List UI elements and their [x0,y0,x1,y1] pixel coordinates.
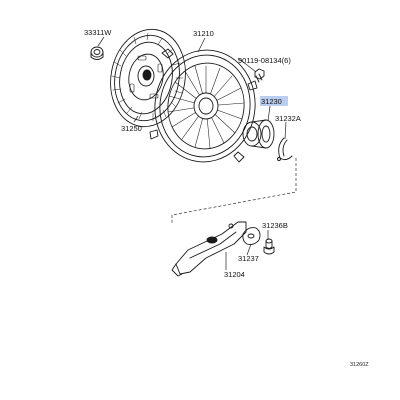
release-fork-drawing[interactable] [171,221,247,277]
cover-bolt-drawing[interactable] [254,68,265,83]
label-cover-bolt[interactable]: 90119-08134(6) [238,56,291,65]
label-drive-plate[interactable]: 31250 [121,124,142,133]
fork-boot-drawing[interactable] [242,227,261,245]
fork-pivot-drawing[interactable] [263,238,275,255]
label-disc-component[interactable]: 33311W [84,28,112,37]
label-fork-boot[interactable]: 31237 [238,254,259,263]
label-release-fork[interactable]: 31204 [224,270,245,279]
label-cover-assembly[interactable]: 31210 [193,29,214,38]
disc-component-drawing[interactable] [90,46,104,60]
clutch-cover-drawing[interactable] [148,44,263,169]
label-fork-pivot[interactable]: 31236B [262,221,288,230]
leader-lines [97,36,287,270]
release-bearing-drawing[interactable] [242,119,275,149]
assembly-guide-lines [171,158,297,223]
label-release-bearing[interactable]: 31230 [261,97,282,106]
clutch-disc-drawing[interactable] [103,23,193,132]
highlight-release-bearing [260,96,288,106]
label-bearing-clip[interactable]: 31232A [275,114,301,123]
bearing-clip-drawing[interactable] [277,137,293,161]
diagram-code: 31260Z [350,362,369,368]
